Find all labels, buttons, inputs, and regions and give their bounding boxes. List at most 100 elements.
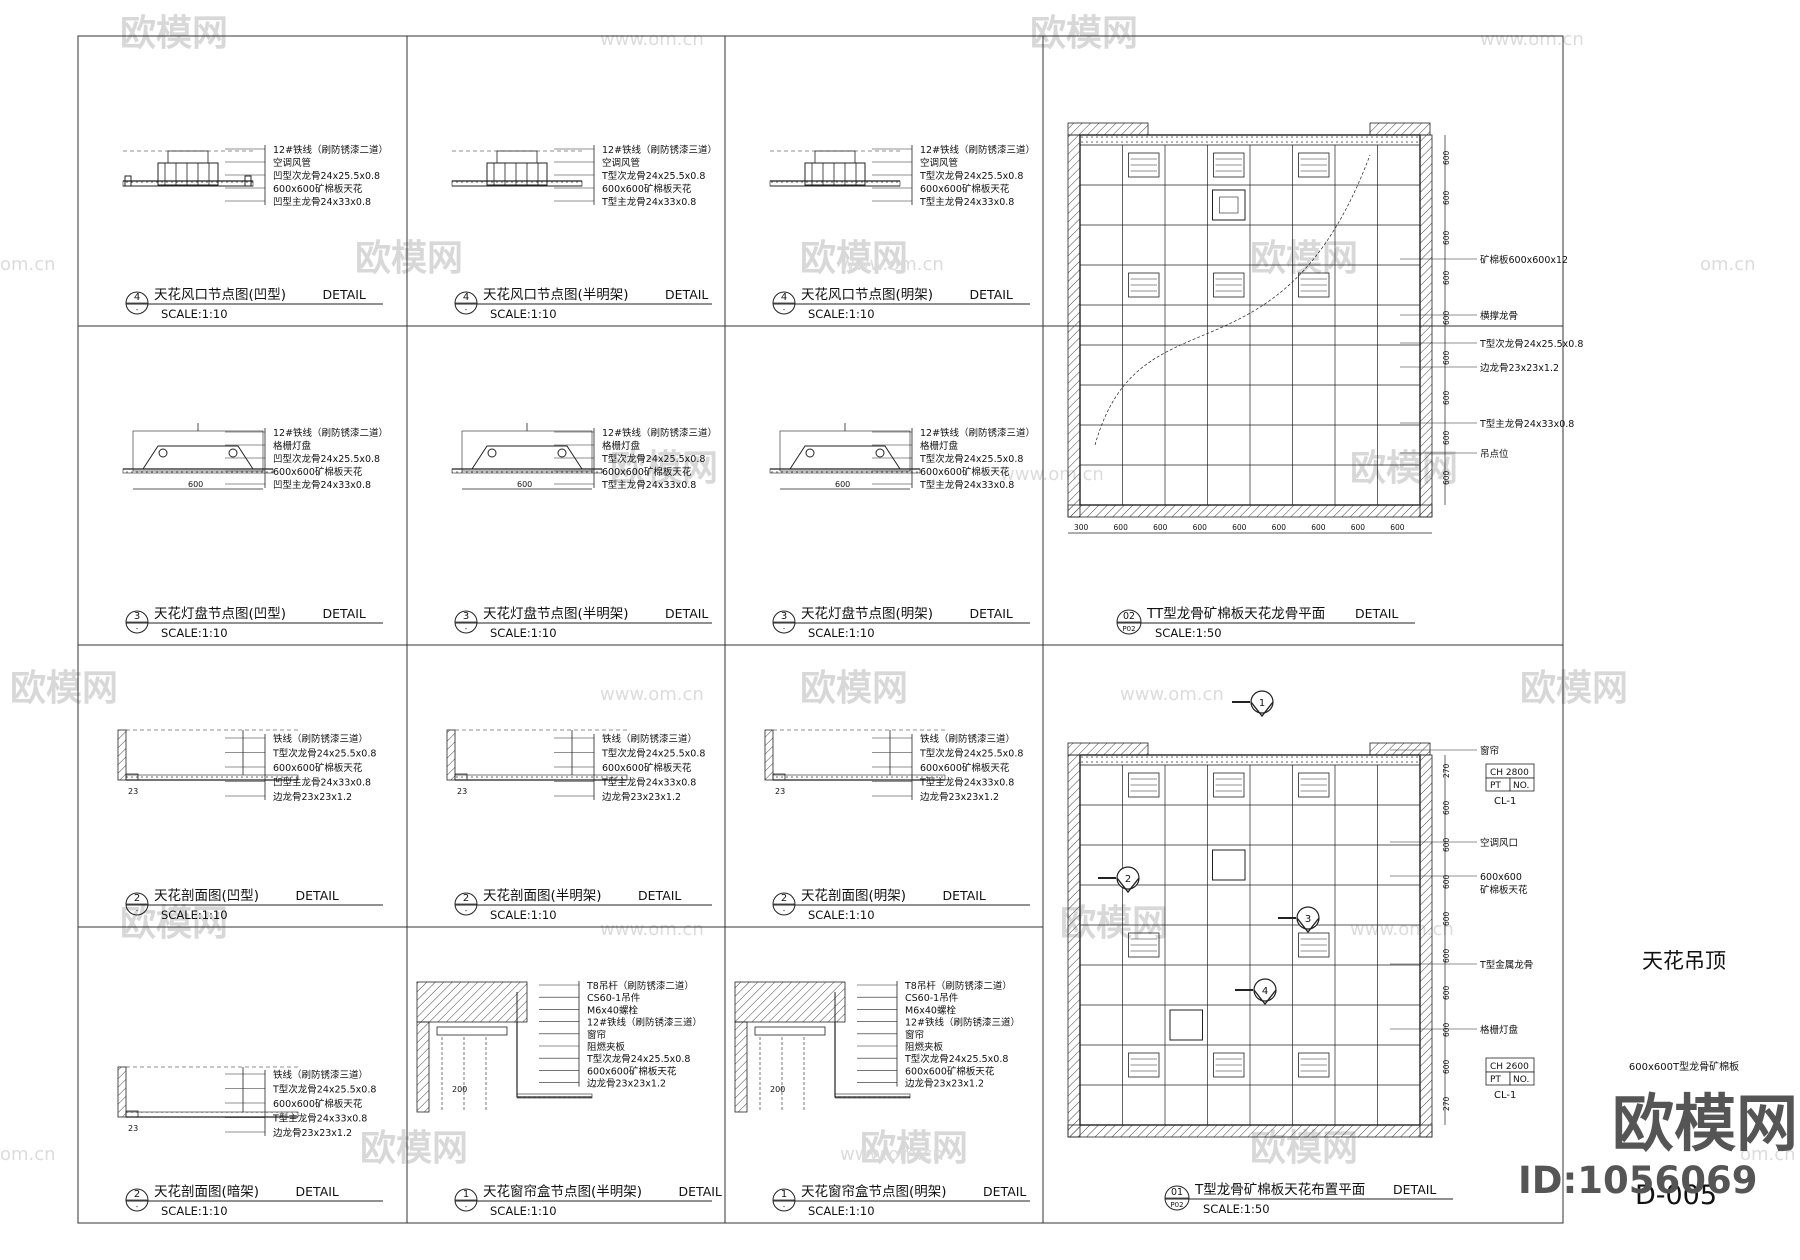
detail-note: T8吊杆（刷防锈漆二道）	[904, 980, 1012, 992]
lamp-holder	[875, 448, 885, 458]
callout-number: 1	[1259, 698, 1265, 709]
detail-note: T型次龙骨24x25.5x0.8	[904, 1053, 1008, 1065]
detail-suffix: DETAIL	[665, 606, 708, 621]
detail-title: 天花剖面图(半明架)	[483, 888, 602, 904]
detail-note: 600x600矿棉板天花	[920, 762, 1010, 774]
detail-note: 阻燃夹板	[905, 1041, 944, 1053]
plan-suffix: DETAIL	[1355, 606, 1398, 621]
plan-note: T型主龙骨24x33x0.8	[1479, 418, 1574, 430]
watermark-brand: 欧模网	[120, 903, 228, 944]
detail-cell-d-section-semi: 23铁线（刷防锈漆三道）T型次龙骨24x25.5x0.8600x600矿棉板天花…	[446, 729, 712, 922]
dimension-text: 23	[457, 787, 467, 796]
ceiling-tag-2-no	[1509, 1071, 1535, 1086]
light-panel	[1213, 272, 1245, 298]
detail-scale: SCALE:1:10	[808, 908, 875, 922]
watermark-url: www.om.cn	[600, 919, 704, 940]
wall-bottom	[1067, 504, 1433, 518]
detail-note: T型主龙骨24x33x0.8	[919, 777, 1014, 789]
watermark-brand: 欧模网	[860, 1128, 968, 1169]
ceiling-tag-2-cl-text: CL-1	[1494, 1090, 1516, 1101]
ceiling-tag-2-pt-text: PT	[1490, 1075, 1501, 1085]
detail-note: 600x600矿棉板天花	[920, 183, 1010, 195]
detail-note: T型主龙骨24x33x0.8	[919, 196, 1014, 208]
detail-scale: SCALE:1:10	[161, 307, 228, 321]
light-panel	[1128, 152, 1160, 178]
wall-section	[117, 729, 127, 781]
detail-number: 3	[781, 611, 787, 622]
detail-sheet-ref: -	[783, 907, 786, 915]
wall-bottom	[1067, 1124, 1433, 1138]
plan-title: TT型龙骨矿棉板天花龙骨平面	[1146, 606, 1325, 622]
detail-sheet-ref: -	[465, 625, 468, 633]
ceiling-tag-1-no-text: NO.	[1513, 781, 1529, 791]
wall-left	[1067, 134, 1081, 518]
detail-scale: SCALE:1:10	[808, 626, 875, 640]
watermark-url: www.om.cn	[1000, 464, 1104, 485]
detail-scale: SCALE:1:10	[490, 1204, 557, 1218]
plan-note: T型金属龙骨	[1479, 959, 1533, 971]
detail-note: 窗帘	[905, 1029, 924, 1041]
detail-suffix: DETAIL	[943, 888, 986, 903]
ceiling-board	[769, 468, 921, 474]
plan-scale: SCALE:1:50	[1155, 626, 1222, 640]
dimension-text: 600	[1193, 523, 1208, 532]
edge-trim	[772, 773, 786, 781]
plan-note: 边龙骨23x23x1.2	[1480, 362, 1559, 374]
light-panel	[1298, 272, 1330, 298]
ceiling-board	[451, 468, 603, 474]
detail-note: 600x600矿棉板天花	[602, 183, 692, 195]
detail-note: T型主龙骨24x33x0.8	[601, 196, 696, 208]
dimension-text: 600	[1442, 350, 1451, 365]
detail-note: T型主龙骨24x33x0.8	[601, 479, 696, 491]
detail-note: 空调风管	[273, 157, 311, 169]
watermark-url-short: om.cn	[1700, 254, 1756, 275]
wall-left	[1067, 754, 1081, 1138]
detail-sheet-ref: -	[783, 306, 786, 314]
callout-number: 2	[1125, 874, 1131, 885]
curtain-track	[436, 1026, 508, 1036]
detail-sheet-ref: -	[465, 907, 468, 915]
detail-suffix: DETAIL	[665, 287, 708, 302]
detail-suffix: DETAIL	[679, 1184, 722, 1199]
detail-cell-d-light-recessed: 60012#铁线（刷防锈漆二道）格栅灯盘凹型次龙骨24x25.5x0.8600x…	[122, 423, 388, 640]
dimension-text: 200	[770, 1085, 785, 1094]
detail-number: 2	[134, 1189, 140, 1200]
detail-note: M6x40螺栓	[905, 1004, 956, 1016]
detail-number: 2	[463, 893, 469, 904]
detail-number: 2	[781, 893, 787, 904]
ceiling-tag-1-ch-text: CH 2800	[1490, 768, 1529, 778]
detail-number: 4	[463, 292, 469, 303]
dimension-text: 600	[1311, 523, 1326, 532]
edge-trim	[125, 773, 139, 781]
detail-scale: SCALE:1:10	[161, 1204, 228, 1218]
plan-note: 空调风口	[1480, 837, 1518, 849]
dimension-text: 600	[1272, 523, 1287, 532]
edge-trim	[125, 1110, 139, 1118]
detail-number: 1	[463, 1189, 469, 1200]
light-panel	[1213, 1052, 1245, 1078]
detail-suffix: DETAIL	[296, 1184, 339, 1199]
detail-scale: SCALE:1:10	[808, 1204, 875, 1218]
detail-note: 600x600矿棉板天花	[273, 762, 363, 774]
plan-note: 600x600	[1480, 872, 1522, 883]
detail-title: 天花剖面图(凹型)	[154, 888, 259, 904]
wall-top-segment	[1067, 122, 1149, 136]
watermark-layer: 欧模网欧模网欧模网欧模网欧模网欧模网欧模网欧模网欧模网欧模网欧模网欧模网欧模网欧…	[0, 13, 1796, 1169]
ceiling-board	[769, 180, 901, 187]
detail-note: T型次龙骨24x25.5x0.8	[272, 1084, 376, 1096]
light-troffer	[142, 445, 254, 470]
slab-hatch	[734, 981, 846, 1023]
detail-title: 天花灯盘节点图(凹型)	[154, 605, 286, 622]
detail-note: 12#铁线（刷防锈漆二道）	[273, 427, 388, 439]
wall-right	[1419, 754, 1433, 1138]
dimension-text: 600	[1390, 523, 1405, 532]
detail-scale: SCALE:1:10	[490, 908, 557, 922]
section-callout-arrow	[1296, 917, 1320, 934]
wall-section	[416, 1021, 430, 1113]
detail-note: 600x600矿棉板天花	[602, 762, 692, 774]
detail-note: 边龙骨23x23x1.2	[273, 1127, 352, 1139]
section-callout-arrow	[1116, 877, 1140, 894]
curtain-track	[754, 1026, 826, 1036]
plan-number: 02	[1123, 611, 1135, 622]
